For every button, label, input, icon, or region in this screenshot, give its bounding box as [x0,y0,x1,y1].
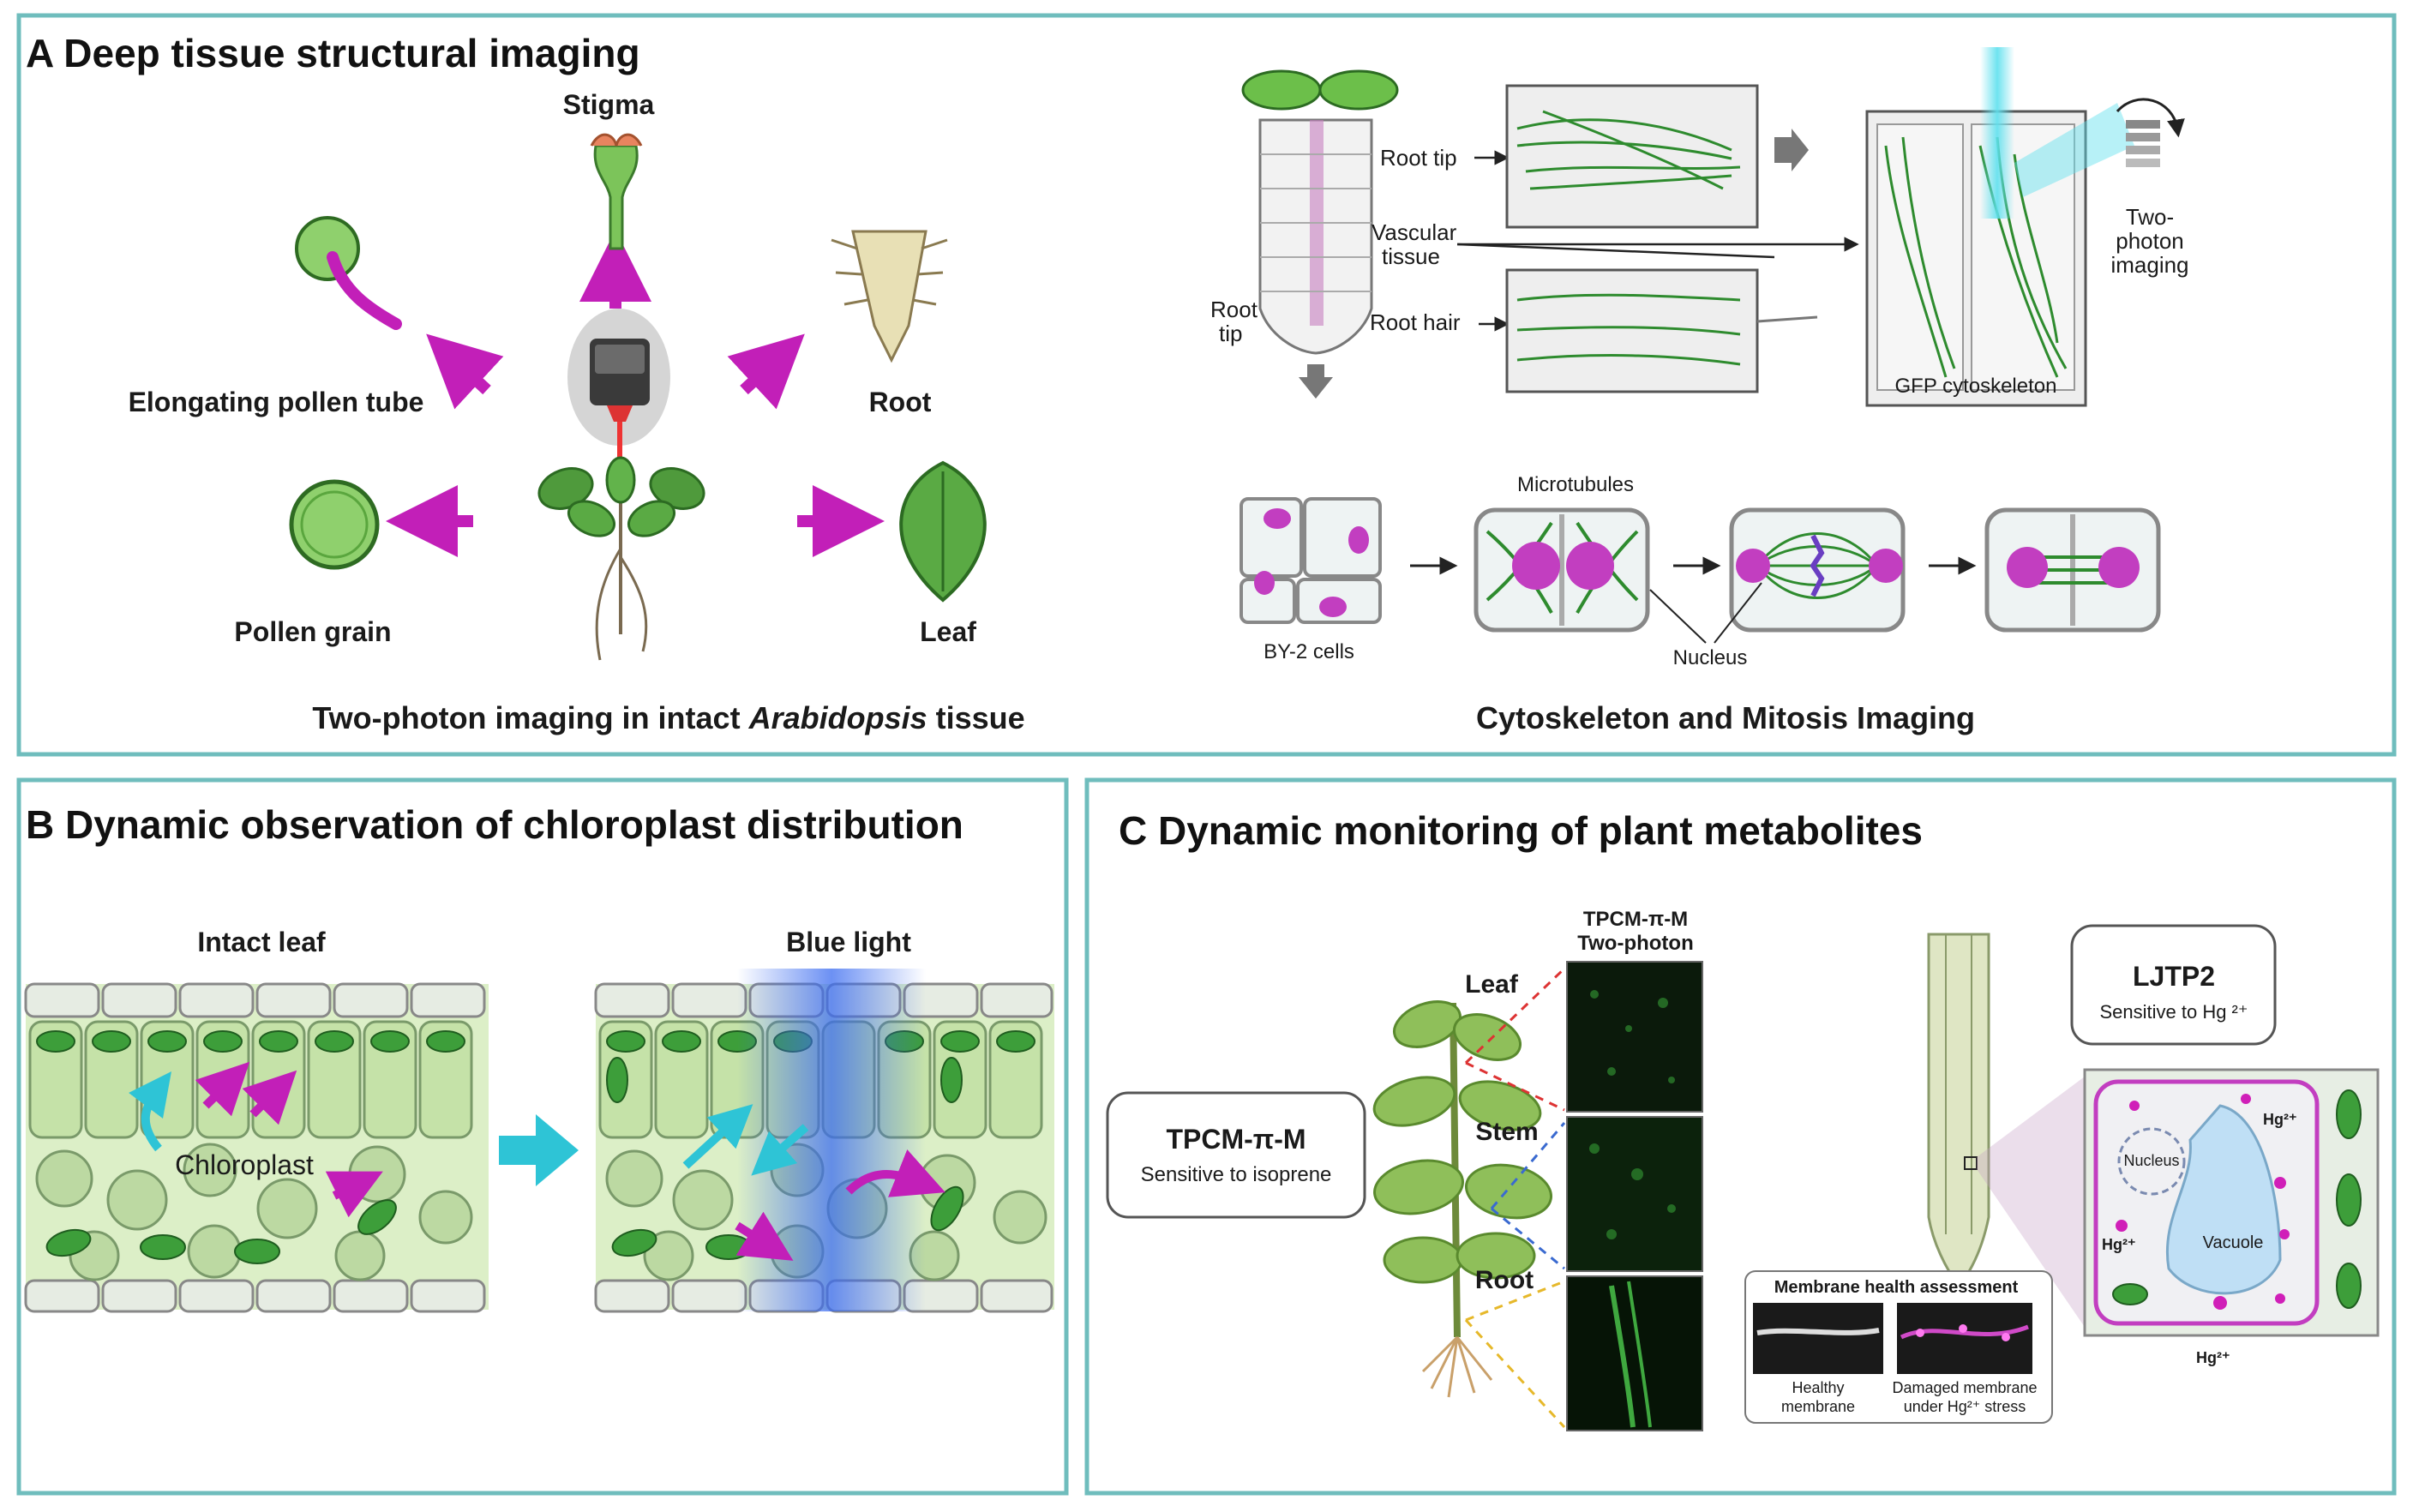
chloroplast-arrows-right [682,1104,945,1261]
membrane-health-box [1744,1270,2053,1424]
nucleus-label-c: Nucleus [2123,1152,2179,1169]
panel-b-title: B Dynamic observation of chloroplast dis… [26,802,963,847]
pollen-grain-label: Pollen grain [234,616,391,647]
stack-icon [2116,98,2185,167]
damaged-label-1: Damaged membrane [1892,1379,2037,1396]
two-photon-label-1: Two- [2126,204,2174,230]
vacuole-label: Vacuole [2203,1233,2264,1252]
microtubules-label: Microtubules [1517,473,1634,496]
nucleus-label-a: Nucleus [1673,646,1748,669]
probe1-name: TPCM-π-M [1166,1124,1306,1155]
probe1-box [1106,1091,1366,1219]
transition-arrow [499,1114,579,1186]
panel-b-frame [16,777,1069,1496]
by2-label: BY-2 cells [1264,640,1354,663]
hg-cell-diagram [2083,1068,2380,1337]
blue-light-label: Blue light [786,927,911,957]
vascular-label-1: Vascular [1372,219,1457,245]
root-label-c: Root [1475,1266,1534,1294]
leaf-label: Leaf [920,616,976,647]
stigma-icon [590,133,643,250]
mitosis-cell-1 [1474,507,1650,633]
plant-icon-c [1372,1000,1553,1398]
root-tip-cells-box [1505,84,1809,229]
chloroplast-arrows-left [129,1061,383,1218]
root-tip-box-label: Root tip [1380,145,1457,171]
damaged-label-2: under Hg²⁺ stress [1904,1398,2026,1415]
mitosis-cell-3 [1984,507,2161,633]
micro-header-1: TPCM-π-M [1583,908,1688,931]
stem-label-c: Stem [1475,1118,1538,1146]
panel-a-left-caption: Two-photon imaging in intact Arabidopsis… [312,700,1024,735]
leaf-icon [899,460,987,603]
pollen-tube-label: Elongating pollen tube [129,387,424,417]
leaf-label-c: Leaf [1465,970,1519,999]
mitosis-cell-2 [1729,507,1906,633]
pollen-tube-icon [295,216,402,330]
objective-lens-icon [567,309,670,459]
root-label: Root [869,387,932,417]
arabidopsis-plant-icon [537,456,705,661]
chloroplast-label: Chloroplast [175,1149,314,1180]
leaf-section-right [594,969,1054,1313]
micrograph-stack [1566,961,1703,1431]
membrane-title: Membrane health assessment [1774,1278,2019,1297]
probe2-box [2070,924,2277,1046]
hg-label-3: Hg²⁺ [2196,1349,2230,1366]
panel-a-right-caption: Cytoskeleton and Mitosis Imaging [1476,700,1975,735]
root-tip-label-2: tip [1219,321,1242,346]
panel-c-frame [1084,777,2397,1496]
vascular-label-2: tissue [1382,243,1440,269]
micro-header-2: Two-photon [1577,932,1694,955]
gfp-cytoskeleton-box [1865,47,2134,407]
root-hair-label: Root hair [1370,309,1461,335]
magenta-arrows [386,230,885,557]
panel-a-title: A Deep tissue structural imaging [26,31,640,75]
leaf-section-left [24,982,489,1313]
probe2-desc: Sensitive to Hg ²⁺ [2099,1001,2248,1023]
root-icon-c [1927,933,2092,1337]
hg-label-2: Hg²⁺ [2102,1236,2136,1253]
probe2-name: LJTP2 [2133,961,2215,992]
gfp-label: GFP cytoskeleton [1895,375,2057,398]
stigma-label: Stigma [563,89,655,120]
root-icon [831,230,948,363]
root-tip-label-1: Root [1210,297,1258,322]
root-hair-cells-box [1505,268,1818,393]
hg-label-1: Hg²⁺ [2263,1111,2297,1128]
panel-a-frame [16,13,2397,757]
two-photon-label-2: photon [2116,228,2184,254]
healthy-label-2: membrane [1781,1398,1855,1415]
by2-cells-icon [1240,497,1382,624]
two-photon-label-3: imaging [2110,252,2188,278]
probe1-desc: Sensitive to isoprene [1141,1163,1332,1186]
healthy-label-1: Healthy [1792,1379,1844,1396]
pollen-grain-icon [289,479,380,570]
intact-leaf-label: Intact leaf [197,927,326,957]
panel-c-title: C Dynamic monitoring of plant metabolite… [1119,808,1923,853]
seedling-root-icon [1241,69,1399,399]
